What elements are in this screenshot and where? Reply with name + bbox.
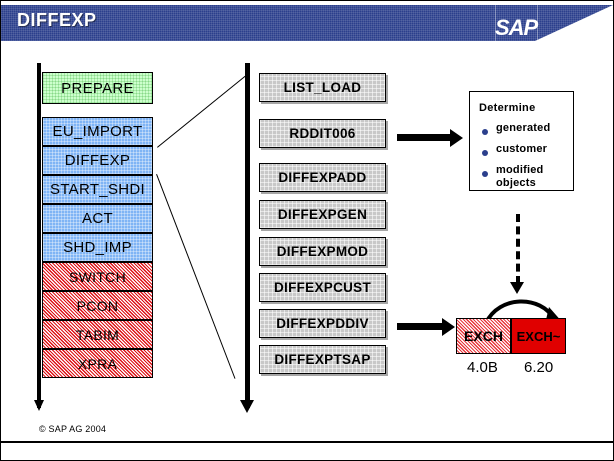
exchange-table-group: EXCH EXCH~ bbox=[456, 318, 566, 354]
header-divider-1 bbox=[495, 5, 496, 41]
exch-box-old[interactable]: EXCH bbox=[456, 318, 511, 354]
header-divider-2 bbox=[537, 5, 538, 41]
phase-box-switch[interactable]: SWITCH bbox=[42, 262, 153, 291]
middle-spine-arrowhead bbox=[240, 400, 254, 413]
page-title: DIFFEXP bbox=[17, 10, 97, 30]
phase-box-pcon[interactable]: PCON bbox=[42, 291, 153, 320]
program-box-diffexpgen[interactable]: DIFFEXPGEN bbox=[259, 200, 386, 229]
determine-bullet-label: generated bbox=[496, 122, 551, 134]
middle-spine-line bbox=[245, 63, 250, 408]
phase-box-diffexp[interactable]: DIFFEXP bbox=[42, 146, 153, 175]
arrow-shaft bbox=[397, 134, 450, 141]
connector-line-lower bbox=[156, 174, 236, 379]
program-box-rddit006[interactable]: RDDIT006 bbox=[259, 119, 386, 148]
program-box-diffexptsap[interactable]: DIFFEXPTSAP bbox=[259, 345, 386, 374]
header-background-bar bbox=[1, 5, 613, 41]
program-box-list-load[interactable]: LIST_LOAD bbox=[259, 73, 386, 102]
phase-box-act[interactable]: ACT bbox=[42, 204, 153, 233]
determine-panel: Determine generated customer modified ob… bbox=[469, 91, 574, 191]
exch-version-new: 6.20 bbox=[524, 359, 554, 376]
exch-version-old: 4.0B bbox=[467, 359, 498, 376]
phase-box-eu-import[interactable]: EU_IMPORT bbox=[42, 117, 153, 146]
program-box-diffexpddiv[interactable]: DIFFEXPDDIV bbox=[259, 309, 386, 338]
left-spine-line bbox=[37, 63, 41, 408]
sap-logo: SAP bbox=[495, 15, 538, 40]
phase-box-tabim[interactable]: TABIM bbox=[42, 320, 153, 349]
exch-box-new[interactable]: EXCH~ bbox=[511, 318, 566, 354]
program-box-diffexpadd[interactable]: DIFFEXPADD bbox=[259, 163, 386, 192]
arrow-shaft bbox=[397, 323, 442, 330]
arrow-head bbox=[442, 318, 455, 336]
determine-bullet-label: objects bbox=[496, 177, 536, 189]
phase-box-start-shdi[interactable]: START_SHDI bbox=[42, 175, 153, 204]
phase-box-xpra[interactable]: XPRA bbox=[42, 349, 153, 378]
bullet-icon bbox=[482, 171, 488, 177]
slide-header: SAP DIFFEXP bbox=[1, 1, 613, 45]
dashed-connector-arrowhead bbox=[510, 282, 524, 294]
program-box-diffexpmod[interactable]: DIFFEXPMOD bbox=[259, 237, 386, 266]
bullet-icon bbox=[482, 150, 488, 156]
determine-bullet-label: modified bbox=[496, 164, 544, 176]
phase-box-prepare[interactable]: PREPARE bbox=[42, 72, 153, 104]
connector-line-upper bbox=[157, 75, 246, 148]
dashed-connector-shaft bbox=[516, 214, 520, 284]
arrow-head bbox=[450, 129, 463, 147]
bullet-icon bbox=[482, 129, 488, 135]
program-box-diffexpcust[interactable]: DIFFEXPCUST bbox=[259, 273, 386, 302]
phase-box-shd-imp[interactable]: SHD_IMP bbox=[42, 233, 153, 262]
left-spine-arrowhead bbox=[34, 400, 44, 411]
determine-bullet-label: customer bbox=[496, 143, 548, 155]
determine-title: Determine bbox=[479, 102, 536, 114]
footer-copyright: © SAP AG 2004 bbox=[39, 424, 107, 434]
footer-divider bbox=[1, 441, 613, 443]
